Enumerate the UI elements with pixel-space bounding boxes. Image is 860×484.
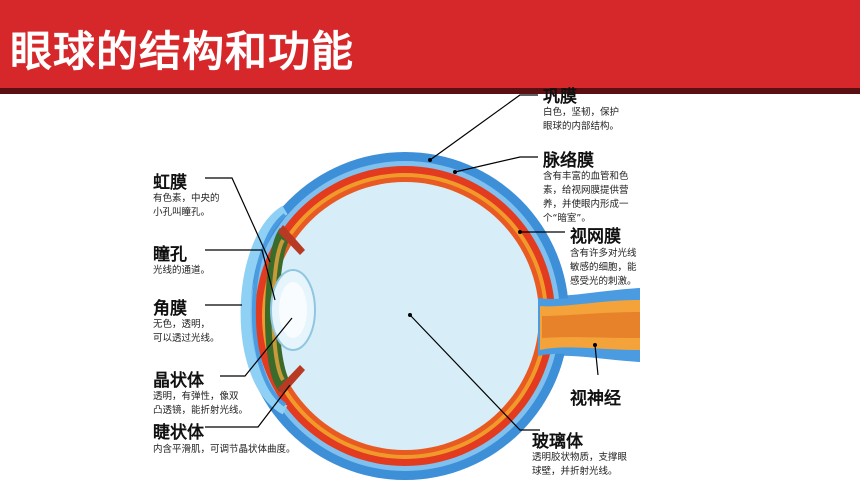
desc-retina-line: 敏感的细胞，能 <box>570 262 637 273</box>
desc-vitreous-line: 球壁，并折射光线。 <box>532 466 618 477</box>
desc-cornea-line: 可以透过光线。 <box>153 333 220 344</box>
desc-pupil-line: 光线的通道。 <box>153 265 211 276</box>
desc-sclera: 白色，坚韧，保护 眼球的内部结构。 <box>543 106 619 134</box>
desc-retina-line: 含有许多对光线 <box>570 248 637 259</box>
desc-iris-line: 有色素，中央的 <box>153 193 220 204</box>
desc-vitreous: 透明胶状物质，支撑眼 球壁，并折射光线。 <box>532 451 627 479</box>
label-ciliary-body: 睫状体 <box>153 423 204 443</box>
desc-sclera-line: 眼球的内部结构。 <box>543 121 620 132</box>
desc-choroid-line: 养，并使眼内形成一 <box>543 199 629 210</box>
desc-vitreous-line: 透明胶状物质，支撑眼 <box>532 452 628 463</box>
desc-choroid-line: 素，给视网膜提供营 <box>543 185 629 196</box>
label-optic-nerve: 视神经 <box>570 389 621 409</box>
desc-iris-line: 小孔叫瞳孔。 <box>153 207 211 218</box>
cornea <box>240 205 288 415</box>
label-retina: 视网膜 <box>570 227 621 247</box>
label-pupil: 瞳孔 <box>153 245 187 265</box>
label-choroid: 脉络膜 <box>543 151 594 171</box>
desc-retina: 含有许多对光线 敏感的细胞，能 感受光的刺激。 <box>570 247 637 289</box>
desc-retina-line: 感受光的刺激。 <box>570 276 637 287</box>
page-title: 眼球的结构和功能 <box>10 27 355 76</box>
desc-cornea-line: 无色，透明， <box>153 319 211 330</box>
desc-iris: 有色素，中央的 小孔叫瞳孔。 <box>153 192 220 220</box>
title-divider <box>0 88 860 94</box>
label-cornea: 角膜 <box>153 299 187 319</box>
label-sclera: 巩膜 <box>543 87 577 107</box>
desc-ciliary-body-line: 内含平滑肌，可调节晶状体曲度。 <box>153 444 296 455</box>
label-lens: 晶状体 <box>153 371 204 391</box>
title-bar <box>0 0 860 88</box>
desc-cornea: 无色，透明， 可以透过光线。 <box>153 318 220 346</box>
vitreous-body <box>271 182 539 450</box>
desc-ciliary-body: 内含平滑肌，可调节晶状体曲度。 <box>153 443 296 457</box>
desc-choroid-line: 个“暗室”。 <box>543 213 591 224</box>
desc-lens: 透明，有弹性，像双 凸透镜，能折射光线。 <box>153 390 248 418</box>
desc-choroid: 含有丰富的血管和色 素，给视网膜提供营 养，并使眼内形成一 个“暗室”。 <box>543 170 629 226</box>
desc-lens-line: 透明，有弹性，像双 <box>153 391 239 402</box>
desc-sclera-line: 白色，坚韧，保护 <box>543 107 620 118</box>
desc-lens-line: 凸透镜，能折射光线。 <box>153 405 249 416</box>
label-iris: 虹膜 <box>153 173 187 193</box>
desc-choroid-line: 含有丰富的血管和色 <box>543 171 629 182</box>
desc-pupil: 光线的通道。 <box>153 264 210 278</box>
label-vitreous: 玻璃体 <box>532 432 583 452</box>
